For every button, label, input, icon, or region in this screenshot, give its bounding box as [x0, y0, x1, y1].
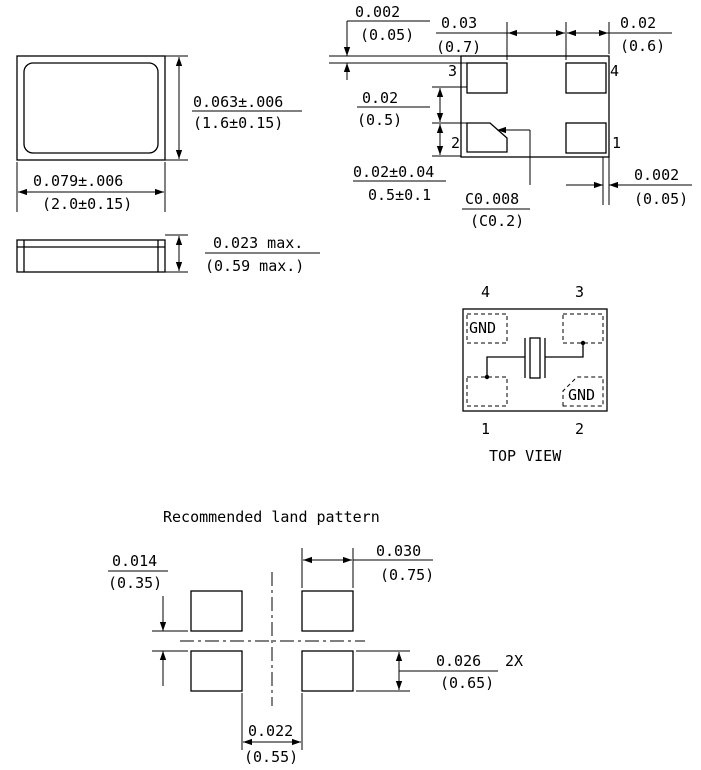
- bottom-view: 3 4 2 1 0.03 (0.7) 0.02 (0.6) 0.002 (0.0…: [329, 3, 692, 230]
- package-body: [16, 55, 166, 161]
- land-pad-top-left: [190, 590, 243, 632]
- height-dim-in: 0.063±.006: [193, 93, 283, 111]
- pad-2: [466, 122, 508, 153]
- gnd-label-bottom: GND: [568, 386, 595, 404]
- package-lid: [23, 62, 159, 154]
- bv-pitch-mm: 0.5±0.1: [368, 186, 431, 204]
- bv-chamfer-mm: (C0.2): [470, 212, 524, 230]
- lp-count: 2X: [505, 652, 523, 670]
- top-body: [462, 308, 608, 412]
- land-pad-top-right: [301, 590, 354, 632]
- bv-gap-in: 0.002: [355, 3, 400, 21]
- lp-spacing-in: 0.022: [248, 722, 293, 740]
- package-outline-view: 0.063±.006 (1.6±0.15) 0.079±.006 (2.0±0.…: [16, 55, 302, 213]
- top-view-caption: TOP VIEW: [489, 447, 562, 465]
- bv-pad-h-in: 0.02: [362, 89, 398, 107]
- lp-gap-mm: (0.35): [108, 574, 162, 592]
- pad-4: [565, 62, 607, 94]
- bv-chamfer-in: C0.008: [465, 190, 519, 208]
- bottom-pin-2: 2: [451, 134, 460, 152]
- package-side-view: 0.023 max. (0.59 max.): [16, 234, 320, 275]
- top-pin-1: 1: [481, 420, 490, 438]
- thickness-dim-mm: (0.59 max.): [205, 257, 304, 275]
- top-pad-1: [466, 376, 508, 407]
- height-dim-mm: (1.6±0.15): [193, 114, 283, 132]
- bottom-body: [460, 55, 610, 158]
- top-pad-3: [562, 313, 604, 344]
- lp-pad-h-in: 0.026: [436, 652, 481, 670]
- top-pin-4: 4: [481, 283, 490, 301]
- bottom-pin-3: 3: [448, 62, 457, 80]
- bv-side-gap-mm: (0.05): [634, 190, 688, 208]
- width-dim-mm: (2.0±0.15): [42, 195, 132, 213]
- bottom-pin-4: 4: [610, 62, 619, 80]
- land-pattern-title: Recommended land pattern: [163, 508, 380, 526]
- bv-edge-mm: (0.6): [620, 37, 665, 55]
- lp-pad-w-mm: (0.75): [380, 566, 434, 584]
- land-pad-bottom-left: [190, 650, 243, 692]
- lp-gap-in: 0.014: [112, 552, 157, 570]
- pad-1: [565, 122, 607, 154]
- land-pattern: Recommended land pattern 0.014 (0.35) 0.…: [108, 508, 523, 766]
- bv-pad-w-mm: (0.7): [436, 38, 481, 56]
- bv-gap-mm: (0.05): [360, 26, 414, 44]
- bv-pitch-in: 0.02±0.04: [353, 163, 434, 181]
- top-pin-3: 3: [575, 283, 584, 301]
- crystal-symbol: [529, 337, 541, 379]
- bv-pad-w-in: 0.03: [441, 14, 477, 32]
- land-pad-bottom-right: [301, 650, 354, 692]
- thickness-dim-in: 0.023 max.: [213, 234, 303, 252]
- gnd-label-top: GND: [469, 319, 496, 337]
- side-body: [16, 239, 166, 273]
- bottom-pin-1: 1: [612, 134, 621, 152]
- width-dim-in: 0.079±.006: [33, 172, 123, 190]
- top-pin-2: 2: [575, 420, 584, 438]
- bv-edge-in: 0.02: [620, 14, 656, 32]
- lp-pad-h-mm: (0.65): [440, 674, 494, 692]
- lp-spacing-mm: (0.55): [244, 748, 298, 766]
- bv-side-gap-in: 0.002: [634, 166, 679, 184]
- top-view: 4 3 GND GND 1 2 TOP VIEW: [462, 283, 608, 465]
- bv-pad-h-mm: (0.5): [357, 111, 402, 129]
- lp-pad-w-in: 0.030: [376, 542, 421, 560]
- pad-3: [466, 62, 508, 94]
